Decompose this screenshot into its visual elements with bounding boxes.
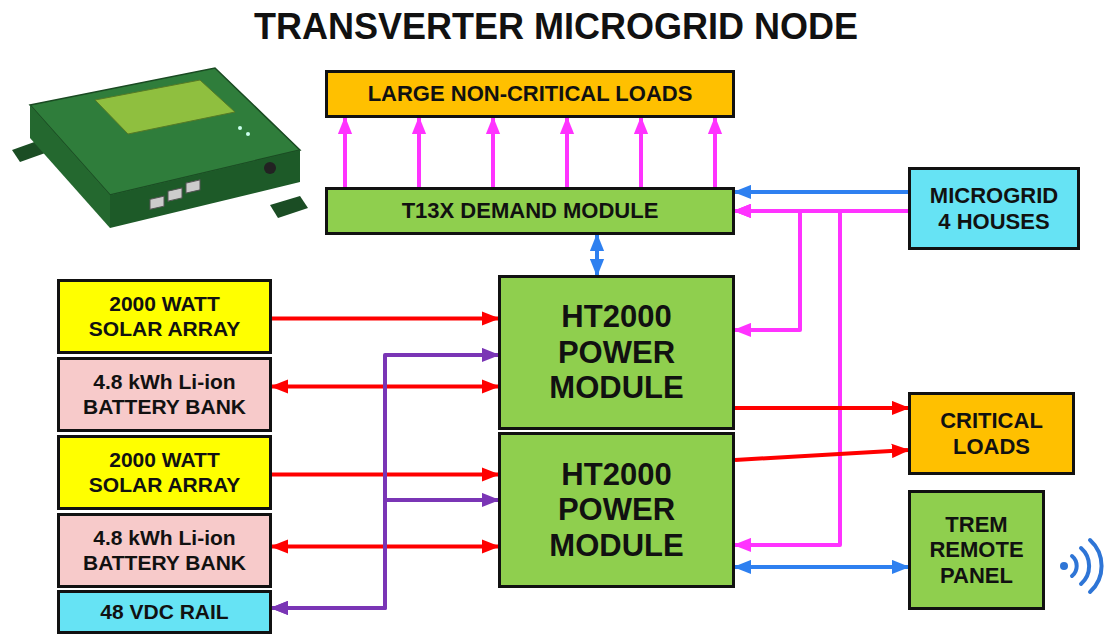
device-port: [186, 180, 200, 193]
box-label: 2000 WATT SOLAR ARRAY: [75, 292, 255, 340]
power-module-box: HT2000 POWER MODULE: [498, 275, 735, 430]
wifi-dot: [1060, 562, 1068, 570]
text-stack: 4.8 kWh Li-ion BATTERY BANK: [75, 370, 255, 418]
power-module-box: HT2000 POWER MODULE: [498, 432, 735, 588]
text-stack: 4.8 kWh Li-ion BATTERY BANK: [75, 526, 255, 574]
connector: [272, 355, 498, 608]
box-label: HT2000 POWER MODULE: [517, 457, 717, 564]
box-label: T13X DEMAND MODULE: [402, 198, 659, 223]
connector: [639, 118, 643, 187]
connector: [735, 565, 908, 569]
connector: [272, 317, 498, 321]
connector: [735, 190, 908, 194]
battery-box: 4.8 kWh Li-ion BATTERY BANK: [57, 513, 272, 588]
wifi-arc: [1072, 556, 1077, 576]
device-led: [246, 132, 250, 136]
connector: [595, 235, 599, 275]
title-text: TRANSVERTER MICROGRID NODE: [254, 6, 858, 47]
connector: [735, 211, 840, 545]
connector: [343, 118, 347, 187]
diagram-title: TRANSVERTER MICROGRID NODE: [0, 6, 1112, 48]
box-label: TREM REMOTE PANEL: [924, 512, 1029, 588]
connector: [713, 118, 717, 187]
device-port: [150, 196, 164, 209]
controller-illustration: [12, 68, 308, 228]
rail-box: 48 VDC RAIL: [57, 590, 272, 634]
text-stack: HT2000 POWER MODULE: [517, 457, 717, 564]
module-box: T13X DEMAND MODULE: [325, 187, 735, 235]
connector: [272, 500, 498, 608]
device-left-face: [30, 105, 110, 228]
connector: [735, 450, 908, 460]
box-label: 48 VDC RAIL: [100, 600, 228, 624]
box-label: LARGE NON-CRITICAL LOADS: [368, 81, 693, 106]
box-label: MICROGRID 4 HOUSES: [924, 183, 1064, 234]
device-connector: [264, 162, 276, 174]
wifi-icon: [1060, 540, 1102, 592]
text-stack: T13X DEMAND MODULE: [402, 198, 659, 223]
text-stack: 48 VDC RAIL: [100, 600, 228, 624]
device-port: [168, 188, 182, 201]
text-stack: HT2000 POWER MODULE: [517, 299, 717, 406]
connector: [491, 118, 495, 187]
load-box: LARGE NON-CRITICAL LOADS: [325, 70, 735, 118]
text-stack: 2000 WATT SOLAR ARRAY: [75, 448, 255, 496]
microgrid-box: MICROGRID 4 HOUSES: [908, 167, 1080, 250]
battery-box: 4.8 kWh Li-ion BATTERY BANK: [57, 357, 272, 432]
box-label: CRITICAL LOADS: [932, 408, 1052, 459]
connector: [735, 211, 800, 330]
box-label: 4.8 kWh Li-ion BATTERY BANK: [75, 526, 255, 574]
solar-box: 2000 WATT SOLAR ARRAY: [57, 435, 272, 510]
box-label: 2000 WATT SOLAR ARRAY: [75, 448, 255, 496]
box-label: HT2000 POWER MODULE: [517, 299, 717, 406]
box-label: 4.8 kWh Li-ion BATTERY BANK: [75, 370, 255, 418]
solar-box: 2000 WATT SOLAR ARRAY: [57, 279, 272, 354]
device-label-plate: [95, 80, 235, 134]
device-led: [238, 126, 242, 130]
connector: [565, 118, 569, 187]
wifi-arc: [1081, 548, 1089, 584]
device-front-face: [110, 150, 300, 228]
connector: [417, 118, 421, 187]
text-stack: LARGE NON-CRITICAL LOADS: [368, 81, 693, 106]
wifi-arc: [1090, 540, 1102, 592]
text-stack: TREM REMOTE PANEL: [924, 512, 1029, 588]
text-stack: MICROGRID 4 HOUSES: [924, 183, 1064, 234]
panel-box: TREM REMOTE PANEL: [908, 490, 1045, 610]
text-stack: CRITICAL LOADS: [932, 408, 1052, 459]
text-stack: 2000 WATT SOLAR ARRAY: [75, 292, 255, 340]
connector: [735, 406, 908, 410]
device-flange: [270, 196, 308, 218]
load-box: CRITICAL LOADS: [908, 392, 1075, 475]
